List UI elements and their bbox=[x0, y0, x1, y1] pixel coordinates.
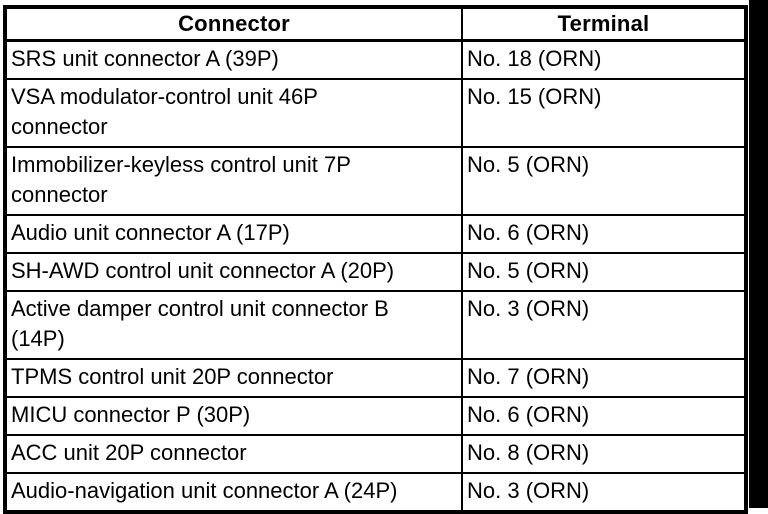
terminal-cell: No. 18 (ORN) bbox=[461, 39, 747, 80]
terminal-cell: No. 3 (ORN) bbox=[461, 290, 747, 360]
terminal-cell: No. 6 (ORN) bbox=[461, 214, 747, 254]
connector-cell: Audio-navigation unit connector A (24P) bbox=[4, 472, 463, 513]
table-body: SRS unit connector A (39P) No. 18 (ORN) … bbox=[4, 39, 747, 513]
table-row: SH-AWD control unit connector A (20P) No… bbox=[4, 252, 747, 292]
terminal-cell: No. 5 (ORN) bbox=[461, 146, 747, 216]
connector-cell: VSA modulator-control unit 46P connector bbox=[4, 78, 463, 148]
table-row: MICU connector P (30P) No. 6 (ORN) bbox=[4, 396, 747, 436]
table-row: SRS unit connector A (39P) No. 18 (ORN) bbox=[4, 39, 747, 80]
table-row: Active damper control unit connector B (… bbox=[4, 290, 747, 360]
connector-terminal-table: Connector Terminal SRS unit connector A … bbox=[3, 5, 748, 514]
table-row: Immobilizer-keyless control unit 7P conn… bbox=[4, 146, 747, 216]
header-row: Connector Terminal bbox=[4, 6, 747, 42]
connector-cell: ACC unit 20P connector bbox=[4, 434, 463, 474]
scan-edge-bar bbox=[749, 0, 768, 508]
table-row: TPMS control unit 20P connector No. 7 (O… bbox=[4, 358, 747, 398]
connector-cell: Immobilizer-keyless control unit 7P conn… bbox=[4, 146, 463, 216]
connector-cell: SH-AWD control unit connector A (20P) bbox=[4, 252, 463, 292]
terminal-cell: No. 6 (ORN) bbox=[461, 396, 747, 436]
connector-cell: TPMS control unit 20P connector bbox=[4, 358, 463, 398]
connector-cell: Active damper control unit connector B (… bbox=[4, 290, 463, 360]
column-header-terminal: Terminal bbox=[461, 6, 747, 42]
terminal-cell: No. 7 (ORN) bbox=[461, 358, 747, 398]
column-header-connector: Connector bbox=[4, 6, 463, 42]
connector-cell: Audio unit connector A (17P) bbox=[4, 214, 463, 254]
connector-cell: MICU connector P (30P) bbox=[4, 396, 463, 436]
terminal-cell: No. 5 (ORN) bbox=[461, 252, 747, 292]
table-row: VSA modulator-control unit 46P connector… bbox=[4, 78, 747, 148]
terminal-cell: No. 15 (ORN) bbox=[461, 78, 747, 148]
table-row: Audio unit connector A (17P) No. 6 (ORN) bbox=[4, 214, 747, 254]
terminal-cell: No. 3 (ORN) bbox=[461, 472, 747, 513]
connector-cell: SRS unit connector A (39P) bbox=[4, 39, 463, 80]
table-row: Audio-navigation unit connector A (24P) … bbox=[4, 472, 747, 513]
terminal-cell: No. 8 (ORN) bbox=[461, 434, 747, 474]
table-row: ACC unit 20P connector No. 8 (ORN) bbox=[4, 434, 747, 474]
